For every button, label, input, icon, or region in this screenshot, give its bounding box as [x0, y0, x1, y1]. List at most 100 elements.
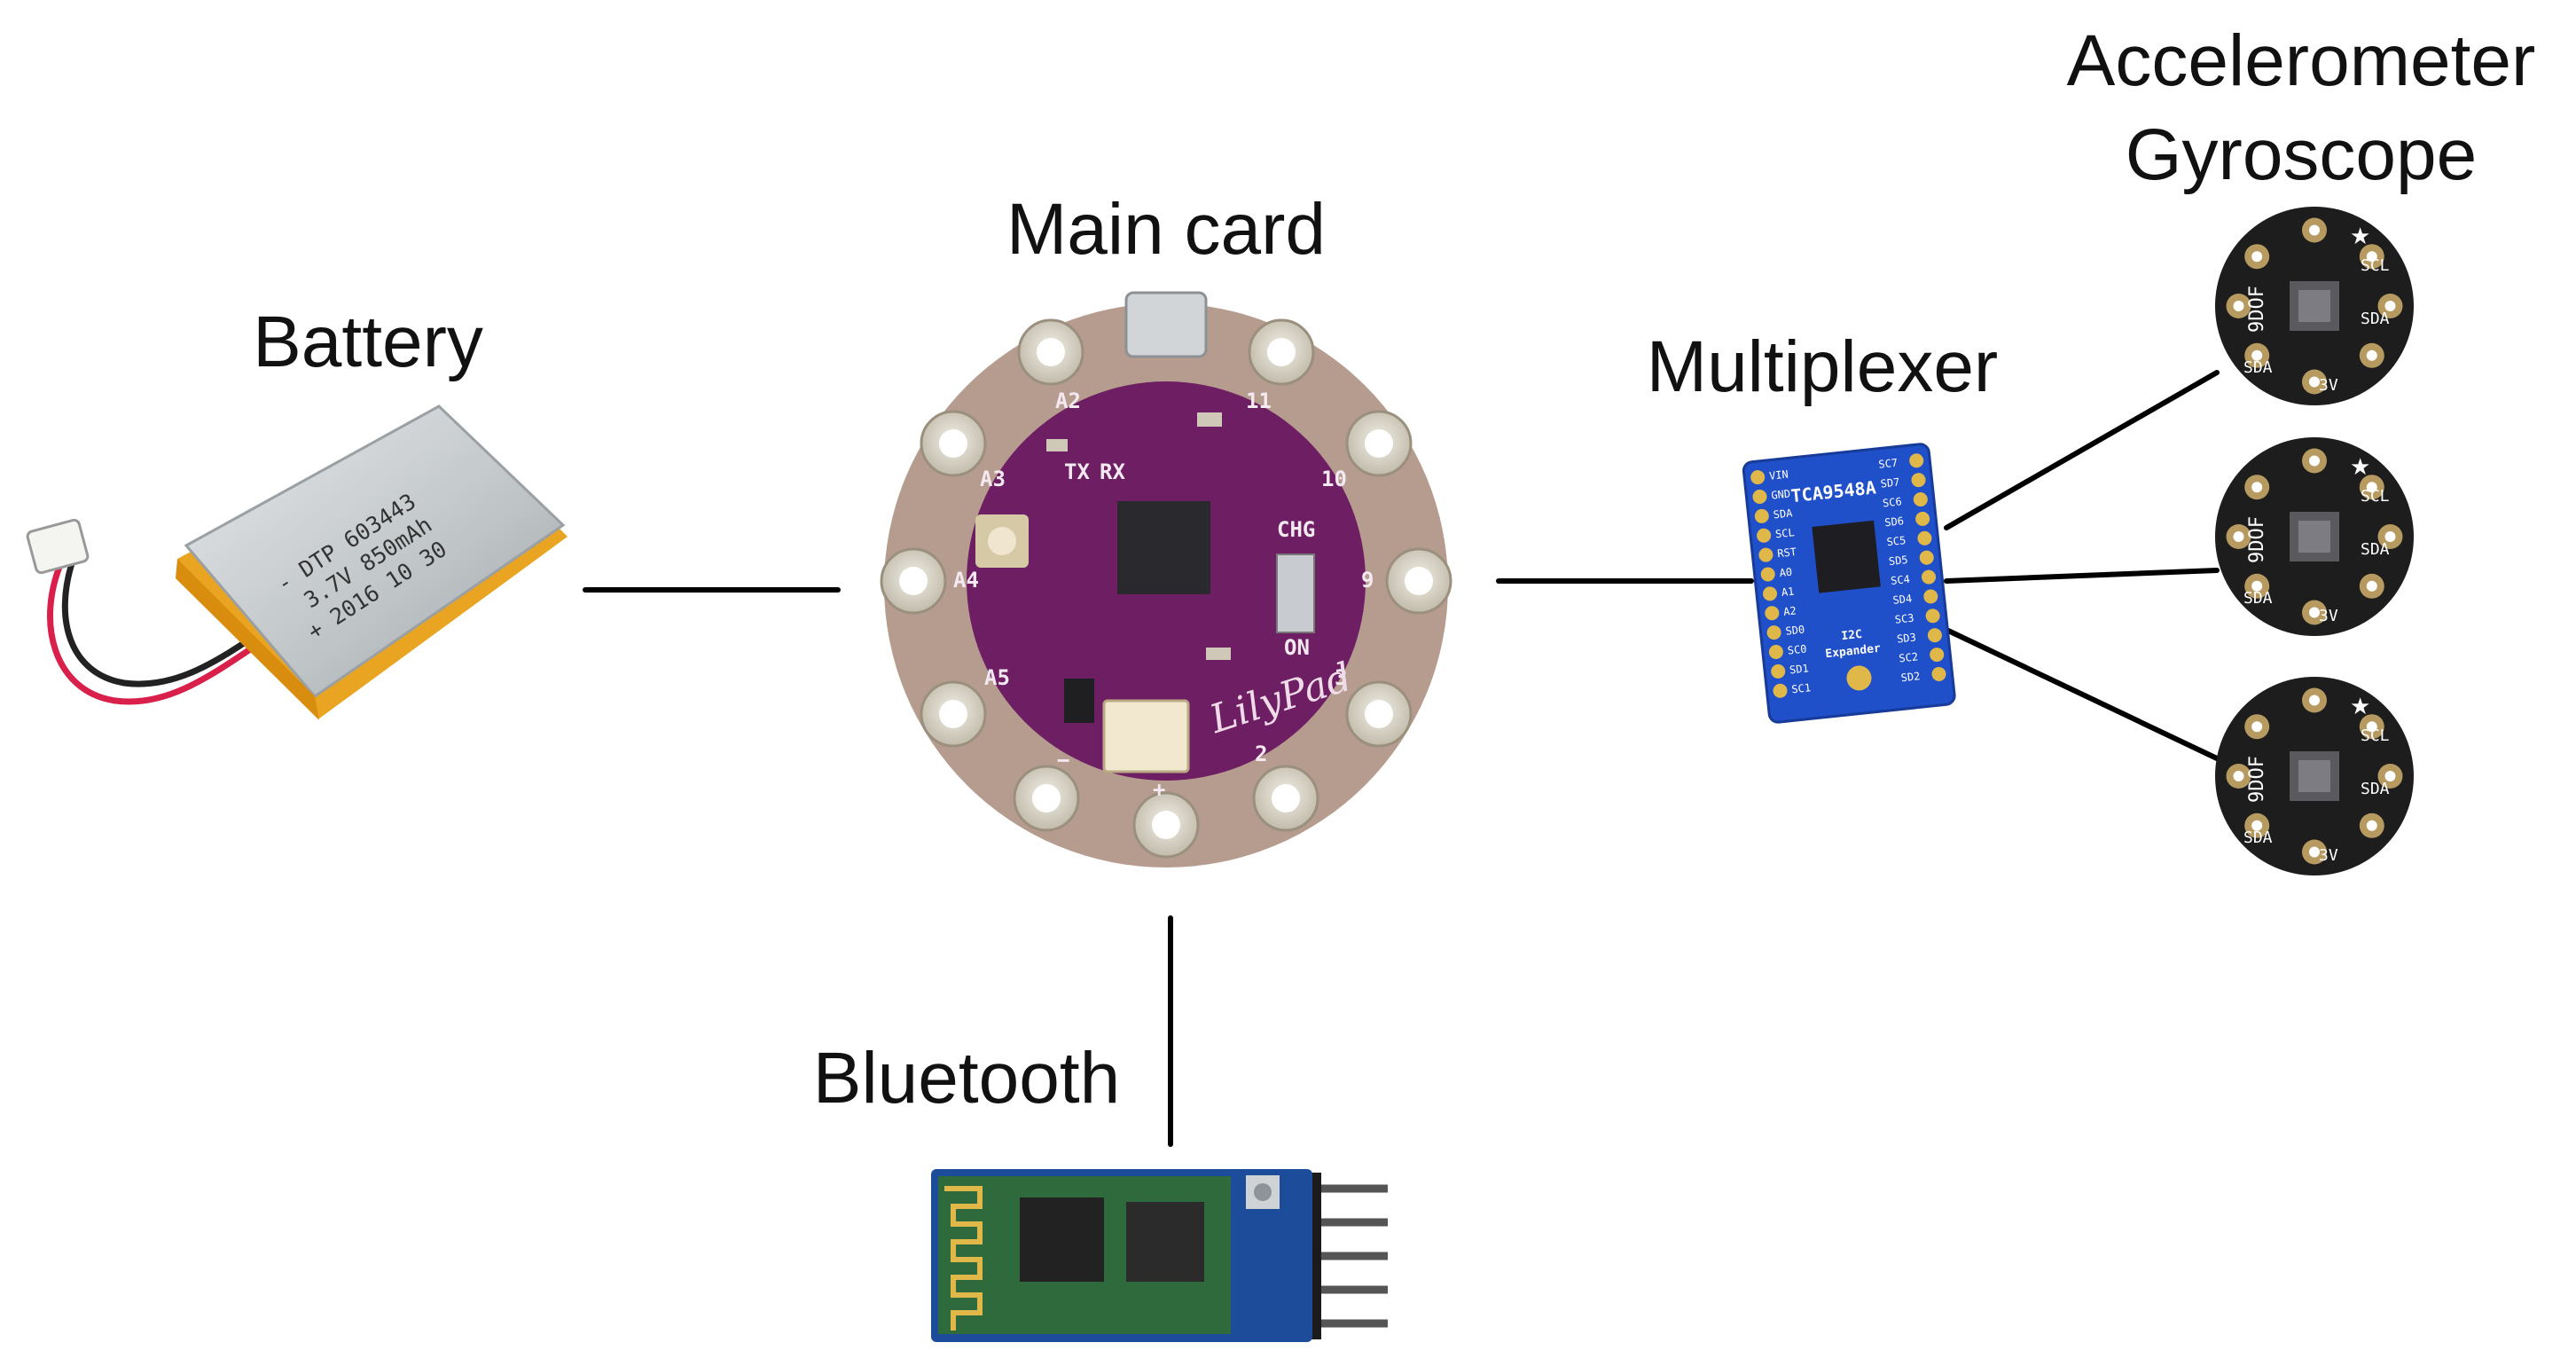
bluetooth-antenna [944, 1186, 983, 1331]
lilypad-pin-label: A5 [984, 665, 1010, 690]
multiplexer-pin-hole [1930, 648, 1945, 663]
lilypad-chg-label: CHG [1277, 517, 1315, 542]
lilypad-usb-port [1124, 291, 1208, 358]
multiplexer-pin-hole [1915, 511, 1930, 526]
multiplexer-pin-hole [1917, 530, 1932, 546]
multiplexer-pin-hole [1923, 589, 1938, 604]
label-battery: Battery [253, 302, 483, 382]
lilypad-minus-label: − [1057, 748, 1069, 773]
star-icon: ★ [2350, 453, 2370, 480]
sensor-pin-label: SCL [2361, 256, 2390, 275]
bluetooth-component [931, 1169, 1388, 1342]
multiplexer-pin-hole [1754, 508, 1769, 523]
multiplexer-pin-label: RST [1777, 546, 1797, 560]
sensor-pin-label: SCL [2361, 726, 2390, 745]
multiplexer-pin-label: A0 [1779, 566, 1793, 579]
lilypad-pin-label: 11 [1246, 389, 1272, 413]
sensor-name-label: 9DOF [2246, 286, 2268, 333]
multiplexer-pin-hole [1911, 473, 1926, 488]
multiplexer-pin-label: SC0 [1787, 642, 1807, 656]
connector-lines [583, 370, 2220, 1147]
multiplexer-pin-hole [1765, 606, 1780, 621]
multiplexer-pin-hole [1909, 453, 1924, 468]
battery-wire-red [47, 559, 268, 705]
multiplexer-pin-label: SD0 [1785, 624, 1805, 638]
multiplexer-pin-hole [1750, 470, 1766, 485]
multiplexer-component: TCA9548A I2C Expander VINGNDSDASCLRSTA0A… [1742, 443, 1956, 724]
multiplexer-pin-label: GND [1771, 487, 1791, 501]
multiplexer-pin-label: SC4 [1891, 573, 1911, 587]
bluetooth-chip-2 [1126, 1202, 1204, 1282]
multiplexer-pin-hole [1768, 645, 1783, 660]
sensor-pin-label: 3V [2319, 846, 2338, 865]
multiplexer-pin-hole [1752, 489, 1767, 504]
line-multiplexer-sensor-1 [1944, 370, 2220, 530]
multiplexer-pin-label: SC5 [1886, 534, 1907, 548]
lilypad-pin-label: A4 [953, 568, 979, 593]
sensor-group: 9DOFSCLSDASDA3V★9DOFSCLSDASDA3V★9DOFSCLS… [2215, 207, 2414, 875]
label-multiplexer: Multiplexer [1646, 326, 1999, 407]
multiplexer-pin-hole [1763, 586, 1778, 601]
lilypad-pin-label: 2 [1255, 742, 1267, 766]
multiplexer-pin-label: SC7 [1878, 457, 1899, 471]
multiplexer-pin-label: SDA [1773, 506, 1794, 521]
line-multiplexer-sensor-2 [1944, 568, 2220, 584]
multiplexer-pin-label: SD1 [1789, 662, 1809, 676]
multiplexer-pin-label: SCL [1774, 526, 1795, 540]
lilypad-on-label: ON [1284, 635, 1310, 660]
sensor-pin-label: SDA [2361, 540, 2390, 559]
star-icon: ★ [2350, 693, 2370, 719]
lilypad-tx-label: TX [1064, 459, 1090, 484]
sensor-pin-label: 3V [2319, 607, 2338, 625]
multiplexer-pin-label: A2 [1783, 604, 1797, 617]
multiplexer-pin-label: A1 [1781, 585, 1795, 599]
multiplexer-pin-hole [1760, 567, 1775, 582]
multiplexer-chip [1812, 520, 1881, 593]
label-sensor-line1: Accelerometer [2066, 20, 2536, 101]
lilypad-rx-label: RX [1100, 459, 1125, 484]
lilypad-pin-label: A3 [980, 467, 1006, 491]
label-bluetooth: Bluetooth [812, 1038, 1121, 1119]
multiplexer-pin-label: SC1 [1791, 681, 1812, 695]
lilypad-jst-connector [1102, 699, 1190, 773]
sensor-pin-label: SDA [2243, 358, 2273, 377]
sensor-pin-label: SDA [2243, 828, 2273, 847]
lilypad-pin-label: 10 [1321, 467, 1347, 491]
battery-cell-side [176, 559, 319, 720]
sensor-pin-label: SDA [2243, 589, 2273, 608]
multiplexer-pin-hole [1931, 666, 1946, 681]
multiplexer-pin-hole [1919, 550, 1934, 565]
multiplexer-pin-hole [1927, 628, 1942, 643]
multiplexer-pin-label: SC2 [1899, 650, 1919, 664]
multiplexer-pin-label: SD3 [1896, 631, 1916, 645]
battery-component: - DTP 603443 3.7V 850mAh + 2016 10 30 [26, 404, 568, 720]
main-card-component: A2 A3 A4 A5 11 10 9 3 2 TX RX CHG ON − +… [880, 291, 1452, 867]
lilypad-plus-label: + [1153, 777, 1165, 802]
multiplexer-pin-hole [1922, 569, 1937, 585]
multiplexer-sub2: Expander [1825, 642, 1882, 661]
line-multiplexer-sensor-3 [1944, 627, 2220, 761]
star-icon: ★ [2350, 223, 2370, 249]
sensor-pin-label: 3V [2319, 376, 2338, 395]
multiplexer-pin-label: SC6 [1882, 495, 1902, 509]
multiplexer-pin-hole [1766, 625, 1781, 640]
battery-connector [26, 518, 90, 575]
sensor-pin-label: SDA [2361, 310, 2390, 328]
multiplexer-pin-label: SD7 [1880, 475, 1900, 490]
battery-cell [184, 404, 566, 699]
multiplexer-pin-hole [1925, 608, 1940, 624]
multiplexer-pin-label: VIN [1768, 468, 1789, 483]
multiplexer-pin-label: SC3 [1894, 612, 1914, 626]
multiplexer-sub1: I2C [1841, 628, 1863, 643]
multiplexer-pin-hole [1773, 683, 1788, 698]
multiplexer-pin-hole [1757, 528, 1772, 543]
lilypad-pin-label: 9 [1361, 568, 1374, 593]
sensor-name-label: 9DOF [2246, 516, 2268, 563]
label-sensor-line2: Gyroscope [2125, 114, 2478, 195]
multiplexer-pin-label: SD4 [1892, 593, 1913, 607]
multiplexer-pin-label: SD2 [1900, 670, 1921, 684]
multiplexer-pin-hole [1771, 663, 1786, 679]
lilypad-pin-label: 3 [1335, 665, 1347, 690]
